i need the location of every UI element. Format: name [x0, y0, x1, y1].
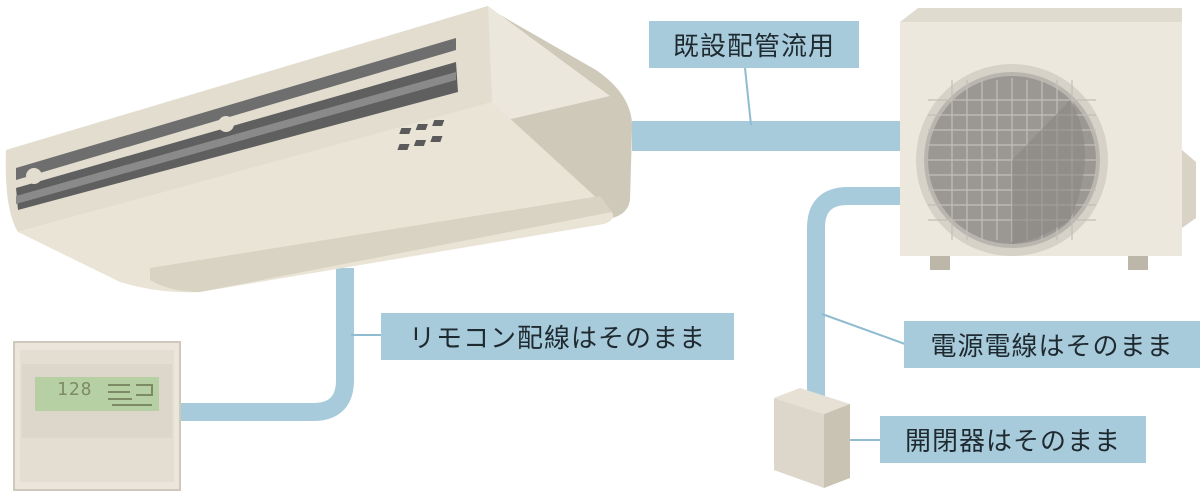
remote-controller — [13, 341, 181, 491]
unit-vents — [397, 120, 445, 150]
label-switch: 開閉器はそのまま — [880, 416, 1146, 463]
label-remote-wiring: リモコン配線はそのまま — [381, 313, 734, 360]
label-existing-piping: 既設配管流用 — [649, 21, 859, 68]
leader-pipe — [744, 67, 752, 126]
label-power-wiring: 電源電線はそのまま — [904, 321, 1200, 368]
outdoor-unit — [900, 8, 1196, 270]
lcd-value: 128 — [57, 379, 93, 400]
pipes — [180, 121, 900, 421]
remote-cable — [180, 268, 354, 421]
power-cable — [807, 187, 900, 398]
indoor-unit — [5, 6, 633, 293]
leader-power — [821, 313, 906, 345]
switch-box — [774, 388, 850, 488]
